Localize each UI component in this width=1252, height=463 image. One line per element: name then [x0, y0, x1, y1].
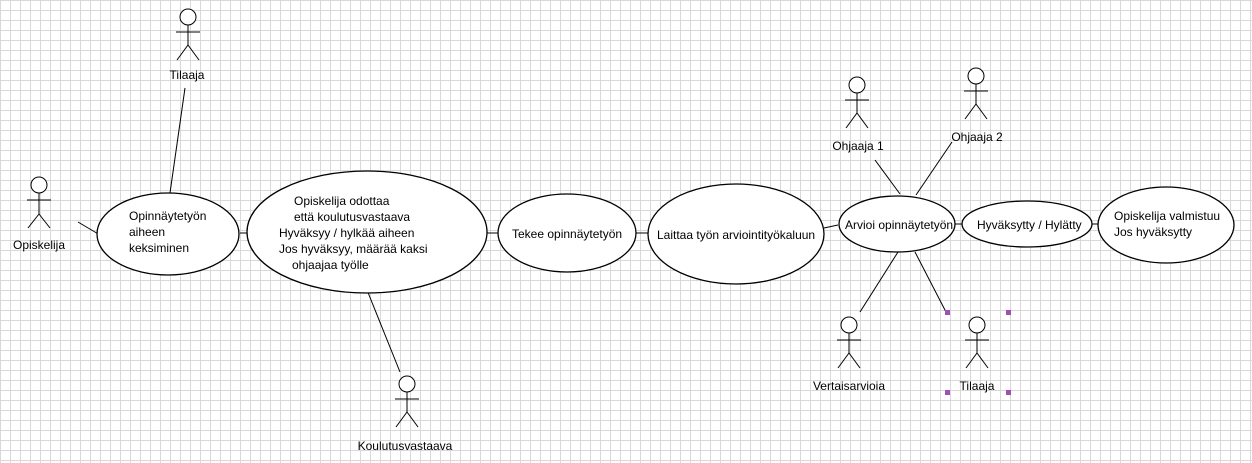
selection-handles	[945, 310, 1011, 395]
usecase-hyvaksytty-label: Hyväksytty / Hylätty	[977, 218, 1082, 232]
actor-opiskelija[interactable]: Opiskelija	[13, 176, 65, 252]
assoc-laittaa-arvioi[interactable]	[823, 224, 839, 229]
usecase-aihe[interactable]: Opinnäytetyön aiheen keksiminen	[96, 192, 240, 276]
actor-tilaaja-bottom-label: Tilaaja	[960, 379, 995, 393]
stick-figure-icon	[176, 8, 200, 61]
selection-handle-top-left[interactable]	[945, 310, 950, 315]
actor-vertaisarvioija[interactable]: Vertaisarvioia	[813, 316, 885, 393]
usecase-odottaa-label: Opiskelija odottaa että koulutusvastaava…	[279, 194, 431, 272]
actor-ohjaaja1[interactable]: Ohjaaja 1	[832, 76, 884, 153]
usecase-hyvaksytty-shape	[961, 200, 1093, 248]
usecase-arvioi[interactable]: Arvioi opinnäytetyön	[838, 195, 956, 253]
selection-handle-bottom-right[interactable]	[1006, 390, 1011, 395]
assoc-vertaisarvioija-arvioi[interactable]	[859, 251, 899, 313]
usecase-laittaa-label: Laittaa työn arviointityökaluun	[657, 228, 815, 242]
usecase-valmistuu-shape	[1097, 186, 1235, 264]
actor-ohjaaja2[interactable]: Ohjaaja 2	[951, 67, 1003, 144]
stick-figure-icon	[964, 67, 988, 120]
stick-figure-icon	[395, 375, 419, 428]
usecase-laittaa-shape	[647, 183, 825, 285]
assoc-ohjaaja2-arvioi[interactable]	[915, 141, 953, 196]
actor-koulutusvastaava[interactable]: Koulutusvastaava	[358, 375, 453, 453]
actor-tilaaja-top[interactable]: Tilaaja	[170, 8, 205, 82]
usecase-tekee-shape	[497, 193, 637, 273]
actor-ohjaaja2-label: Ohjaaja 2	[951, 130, 1003, 144]
stick-figure-icon	[965, 316, 989, 369]
usecase-laittaa[interactable]: Laittaa työn arviointityökaluun	[647, 183, 825, 285]
assoc-tilaaja-aihe[interactable]	[169, 87, 186, 194]
usecase-aihe-label: Opinnäytetyön aiheen keksiminen	[129, 209, 210, 255]
actor-opiskelija-label: Opiskelija	[13, 238, 65, 252]
selection-handle-top-right[interactable]	[1006, 310, 1011, 315]
usecase-valmistuu[interactable]: Opiskelija valmistuu Jos hyväksytty	[1097, 186, 1235, 264]
association-lines	[77, 87, 1098, 373]
actor-tilaaja-top-label: Tilaaja	[170, 68, 205, 82]
stick-figure-icon	[845, 76, 869, 129]
actor-vertaisarvioija-label: Vertaisarvioia	[813, 379, 885, 393]
usecase-valmistuu-label: Opiskelija valmistuu Jos hyväksytty	[1114, 209, 1223, 239]
actor-koulutusvastaava-label: Koulutusvastaava	[358, 439, 453, 453]
usecase-odottaa-shape	[246, 170, 488, 294]
assoc-opiskelija-aihe[interactable]	[77, 221, 101, 236]
selection-handle-bottom-left[interactable]	[945, 390, 950, 395]
usecase-arvioi-shape	[838, 195, 956, 253]
assoc-ohjaaja1-arvioi[interactable]	[874, 159, 901, 195]
stick-figure-icon	[837, 316, 861, 369]
actor-ohjaaja1-label: Ohjaaja 1	[832, 139, 884, 153]
stick-figure-icon	[27, 176, 51, 229]
usecase-odottaa[interactable]: Opiskelija odottaa että koulutusvastaava…	[246, 170, 488, 294]
actor-tilaaja-bottom[interactable]: Tilaaja	[945, 310, 1011, 395]
usecase-hyvaksytty[interactable]: Hyväksytty / Hylätty	[961, 200, 1093, 248]
usecase-aihe-shape	[96, 192, 240, 276]
assoc-odottaa-koulutusvastaava[interactable]	[366, 289, 401, 373]
assoc-tilaaja-arvioi[interactable]	[914, 251, 947, 313]
usecase-arvioi-label: Arvioi opinnäytetyön	[845, 218, 953, 232]
usecase-tekee[interactable]: Tekee opinnäytetyön	[497, 193, 637, 273]
usecase-tekee-label: Tekee opinnäytetyön	[512, 227, 622, 241]
